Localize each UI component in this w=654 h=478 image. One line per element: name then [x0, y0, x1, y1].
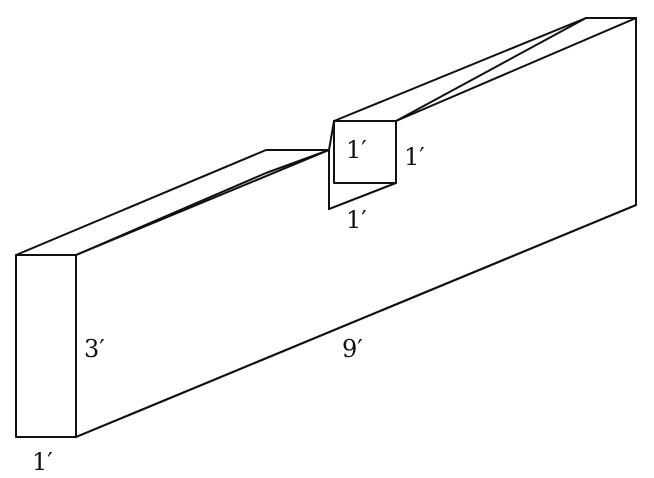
- notch-bottom-edge: [328, 182, 397, 210]
- end-height-label: 3′: [84, 335, 105, 363]
- notch-width-label: 1′: [346, 136, 367, 164]
- left-top-back-edge: [15, 149, 330, 256]
- left-top-front-edge: [75, 149, 330, 256]
- notch-inner-edge: [328, 120, 335, 210]
- end-width-label: 1′: [32, 448, 53, 476]
- bottom-long-edge: [75, 204, 637, 438]
- length-label: 9′: [342, 335, 363, 363]
- right-top-front-edge: [395, 17, 637, 122]
- near-end-face: [15, 254, 77, 438]
- right-top-back-edge: [333, 17, 637, 122]
- notch-height-label: 1′: [404, 143, 425, 171]
- notch-depth-label: 1′: [346, 206, 367, 234]
